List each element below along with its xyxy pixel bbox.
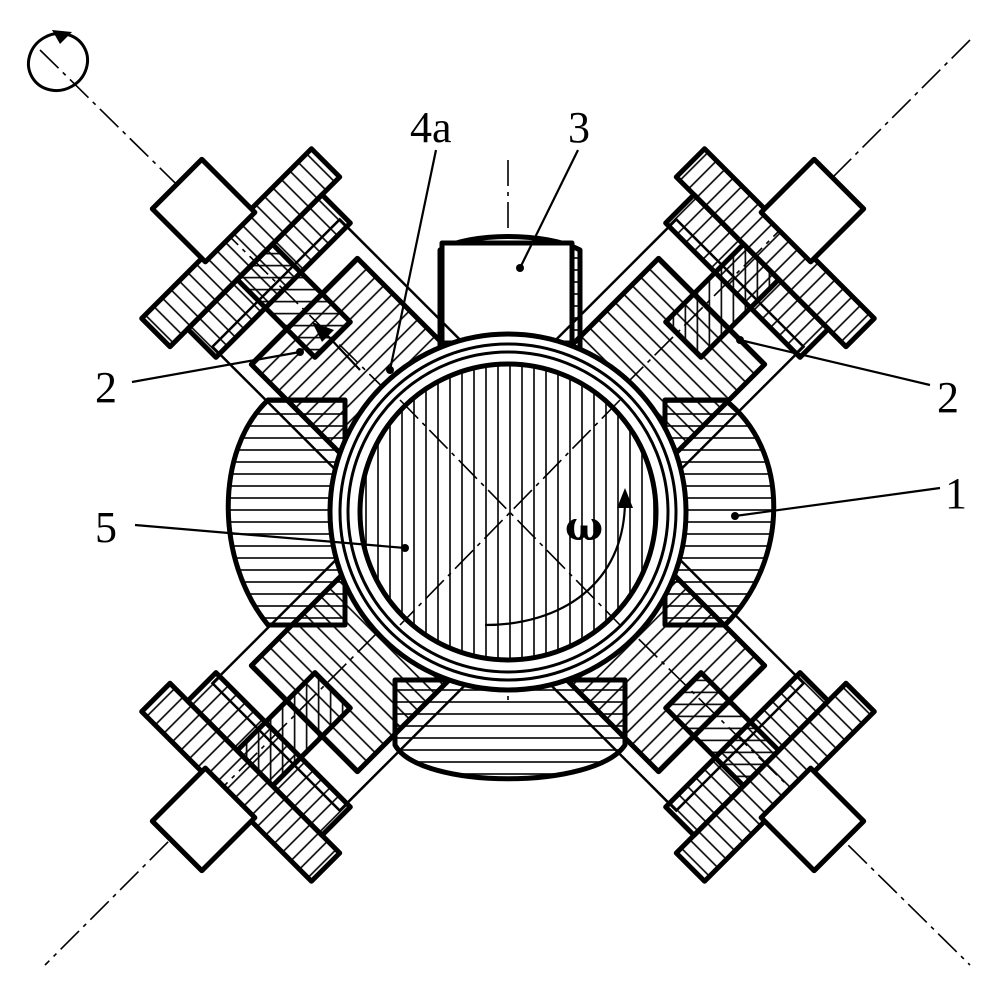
rotation-arrow-icon xyxy=(484,488,633,627)
flow-arrow-icon xyxy=(312,322,361,371)
leader-lines xyxy=(131,149,941,552)
port-3 xyxy=(439,240,575,346)
label-part-5: 5 xyxy=(95,503,117,552)
label-part-2-right: 2 xyxy=(937,373,959,422)
rotor-5 xyxy=(357,361,659,663)
label-part-2-left: 2 xyxy=(95,363,117,412)
label-part-4a: 4a xyxy=(410,103,452,152)
label-part-3: 3 xyxy=(568,103,590,152)
label-omega: ω xyxy=(565,503,603,550)
label-part-1: 1 xyxy=(945,469,967,518)
rotation-indicator-icon xyxy=(26,30,90,93)
